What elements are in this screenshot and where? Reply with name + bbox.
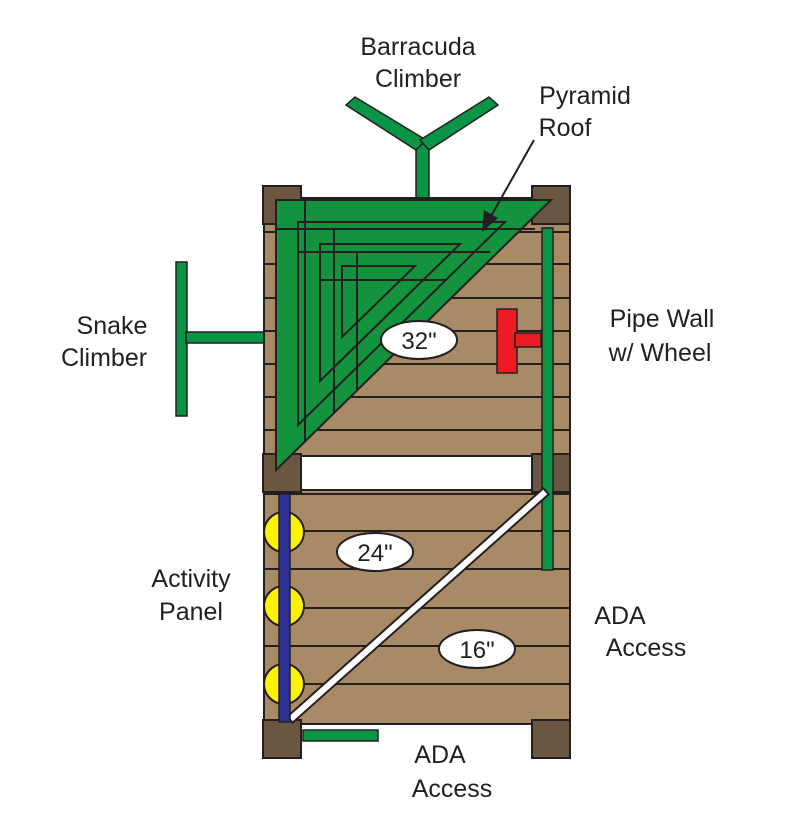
height-label-32: 32" (401, 328, 436, 355)
barracuda-label-line1: Barracuda (360, 33, 475, 61)
ada-right-label-line1: ADA (594, 602, 646, 630)
post-bottom-left (262, 719, 302, 759)
ada-bottom-label-line2: Access (412, 775, 493, 803)
ada-bottom-label-line1: ADA (414, 741, 466, 769)
ada-access-rail (302, 729, 379, 742)
barracuda-climber (344, 96, 500, 203)
pyramid-label-line2: Roof (539, 114, 592, 142)
pipe-wall-label-line2: w/ Wheel (608, 339, 712, 367)
deck-gap (297, 455, 535, 491)
post-bottom-right (531, 719, 571, 759)
red-t-wheel-icon (496, 308, 542, 374)
snake-label-line1: Snake (77, 312, 148, 340)
height-label-24: 24" (357, 540, 392, 567)
corner-posts (262, 185, 571, 759)
activity-panel (263, 493, 305, 723)
pyramid-roof-arrow (482, 139, 535, 232)
snake-label-line2: Climber (61, 344, 147, 372)
activity-panel-bar (278, 493, 291, 723)
pipe-wall (541, 227, 554, 571)
height-32: 32" (380, 320, 458, 360)
ada-right-label-line2: Access (606, 634, 687, 662)
height-label-16: 16" (459, 637, 494, 664)
pipe-wall-label-line1: Pipe Wall (610, 305, 715, 333)
ada-ramp (285, 486, 551, 725)
barracuda-label-line2: Climber (375, 65, 461, 93)
activity-label-line1: Activity (151, 565, 231, 593)
snake-climber (175, 261, 279, 417)
activity-label-line2: Panel (159, 598, 223, 626)
height-16: 16" (438, 629, 516, 669)
pyramid-label-line1: Pyramid (539, 82, 631, 110)
height-24: 24" (336, 532, 414, 572)
